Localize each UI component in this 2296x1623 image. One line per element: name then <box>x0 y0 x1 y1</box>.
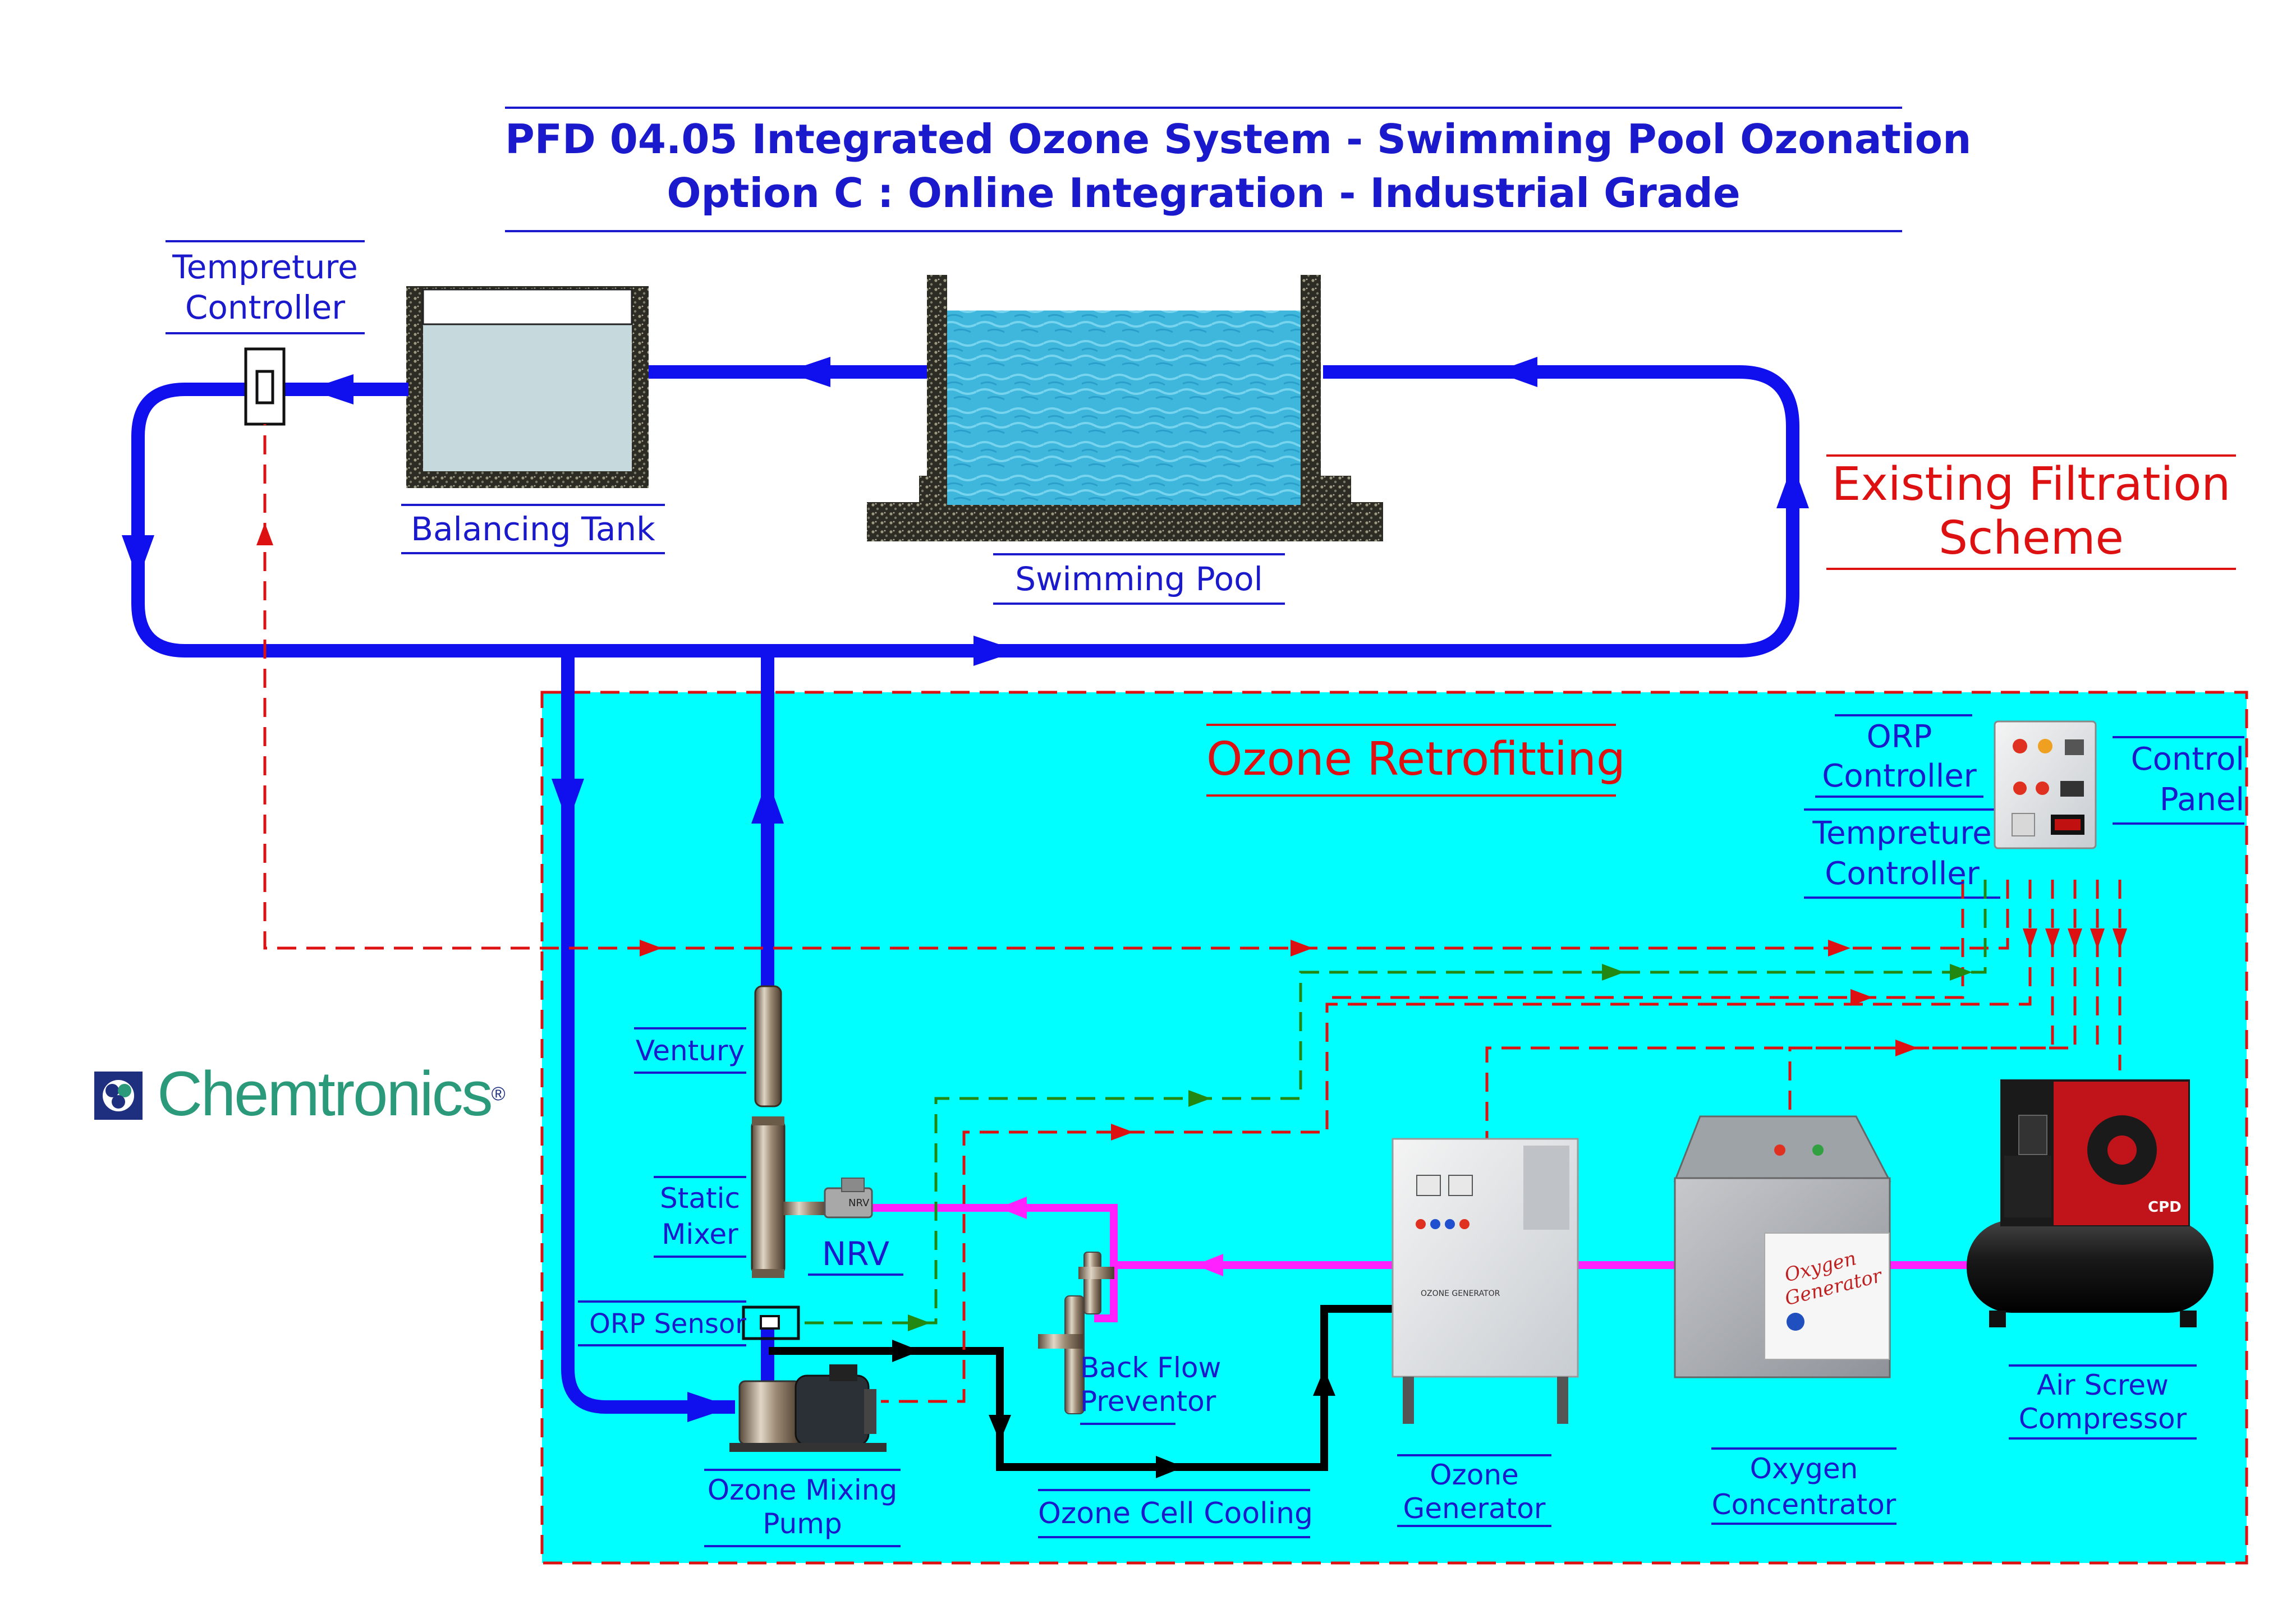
flow-arrows-cooling <box>892 1340 1335 1478</box>
swimming-pool <box>867 275 1383 541</box>
ozone-retrofitting-label: Ozone Retrofitting <box>1206 733 1625 786</box>
ozone-mixing-pump-label-2: Pump <box>763 1507 842 1540</box>
static-mixer-label-1: Static <box>660 1182 740 1215</box>
control-panel-label-2: Panel <box>2159 781 2244 818</box>
flow-arrows-ozone-loop <box>552 779 784 1422</box>
control-panel-label-1: Control <box>2130 741 2244 778</box>
back-flow-preventor-label-2: Preventor <box>1080 1385 1216 1418</box>
chemtronics-logo-mark <box>94 1072 143 1120</box>
temperature-controller-top-label-1: Tempreture <box>172 248 358 286</box>
control-signals-red-2 <box>2096 880 2121 1070</box>
orp-sensor <box>742 1305 800 1340</box>
registered-mark: ® <box>491 1083 506 1105</box>
temperature-controller-panel-label-1: Tempreture <box>1812 815 1992 852</box>
orp-sensor-label: ORP Sensor <box>589 1308 746 1340</box>
orp-controller-label-2: Controller <box>1822 758 1977 794</box>
label-rules <box>166 240 2244 1547</box>
balancing-tank <box>406 286 649 488</box>
svg-text:NRV: NRV <box>848 1197 870 1209</box>
temperature-controller-top-label-2: Controller <box>185 288 346 327</box>
chemtronics-logo: Chemtronics® <box>157 1055 506 1133</box>
ozone-generator-label-1: Ozone <box>1430 1459 1519 1491</box>
svg-text:CPD: CPD <box>2148 1199 2182 1216</box>
nrv-valve: NRV <box>824 1178 873 1219</box>
chemtronics-logo-text: Chemtronics <box>157 1059 493 1129</box>
venturi-injector <box>754 985 782 1107</box>
venturi-label: Ventury <box>635 1035 745 1067</box>
existing-filtration-label-1: Existing Filtration <box>1831 458 2231 511</box>
flow-arrows-main <box>122 357 1809 666</box>
orp-controller-label-1: ORP <box>1866 719 1932 755</box>
temperature-sensor-top <box>244 347 286 426</box>
ozone-generator-label-2: Generator <box>1403 1492 1546 1525</box>
ozone-mixing-pump-label-1: Ozone Mixing <box>707 1474 898 1506</box>
signal-arrows-red <box>256 523 2127 1141</box>
title-rules <box>505 107 1902 232</box>
flow-arrows-gas <box>999 1197 1223 1276</box>
ozone-generator-cabinet: OZONE GENERATOR <box>1392 1138 1579 1424</box>
balancing-tank-label: Balancing Tank <box>411 510 655 548</box>
static-mixer-label-2: Mixer <box>662 1218 738 1250</box>
swimming-pool-label: Swimming Pool <box>1015 560 1263 598</box>
air-screw-compressor-label-2: Compressor <box>2018 1403 2187 1435</box>
control-signals-red <box>263 424 2077 1403</box>
back-flow-preventor <box>1038 1252 1114 1414</box>
ozone-cell-cooling-label: Ozone Cell Cooling <box>1038 1497 1314 1530</box>
oxygen-concentrator-label-2: Concentrator <box>1711 1488 1897 1521</box>
control-signals-green <box>800 880 1987 1325</box>
oxygen-concentrator-cabinet: Oxygen Generator <box>1673 1115 1891 1378</box>
back-flow-preventor-label-1: Back Flow <box>1080 1351 1222 1384</box>
svg-text:OZONE GENERATOR: OZONE GENERATOR <box>1421 1289 1500 1298</box>
diagram-title-line1: PFD 04.05 Integrated Ozone System - Swim… <box>505 116 1972 163</box>
ozone-mixing-pump <box>729 1364 887 1452</box>
ozone-gas-line <box>870 1204 1967 1322</box>
diagram-title-line2: Option C : Online Integration - Industri… <box>667 169 1741 217</box>
nrv-label: NRV <box>821 1235 890 1273</box>
existing-filtration-label-2: Scheme <box>1939 512 2124 565</box>
air-screw-compressor: CPD <box>1967 1079 2214 1327</box>
temperature-controller-panel-label-2: Controller <box>1825 856 1980 892</box>
signal-arrows-green <box>908 964 1972 1331</box>
control-panel-cabinet <box>1994 720 2097 849</box>
air-screw-compressor-label-1: Air Screw <box>2037 1369 2169 1401</box>
oxygen-concentrator-label-1: Oxygen <box>1749 1452 1858 1485</box>
red-label-rules <box>1206 454 2236 797</box>
static-mixer <box>751 1116 828 1278</box>
